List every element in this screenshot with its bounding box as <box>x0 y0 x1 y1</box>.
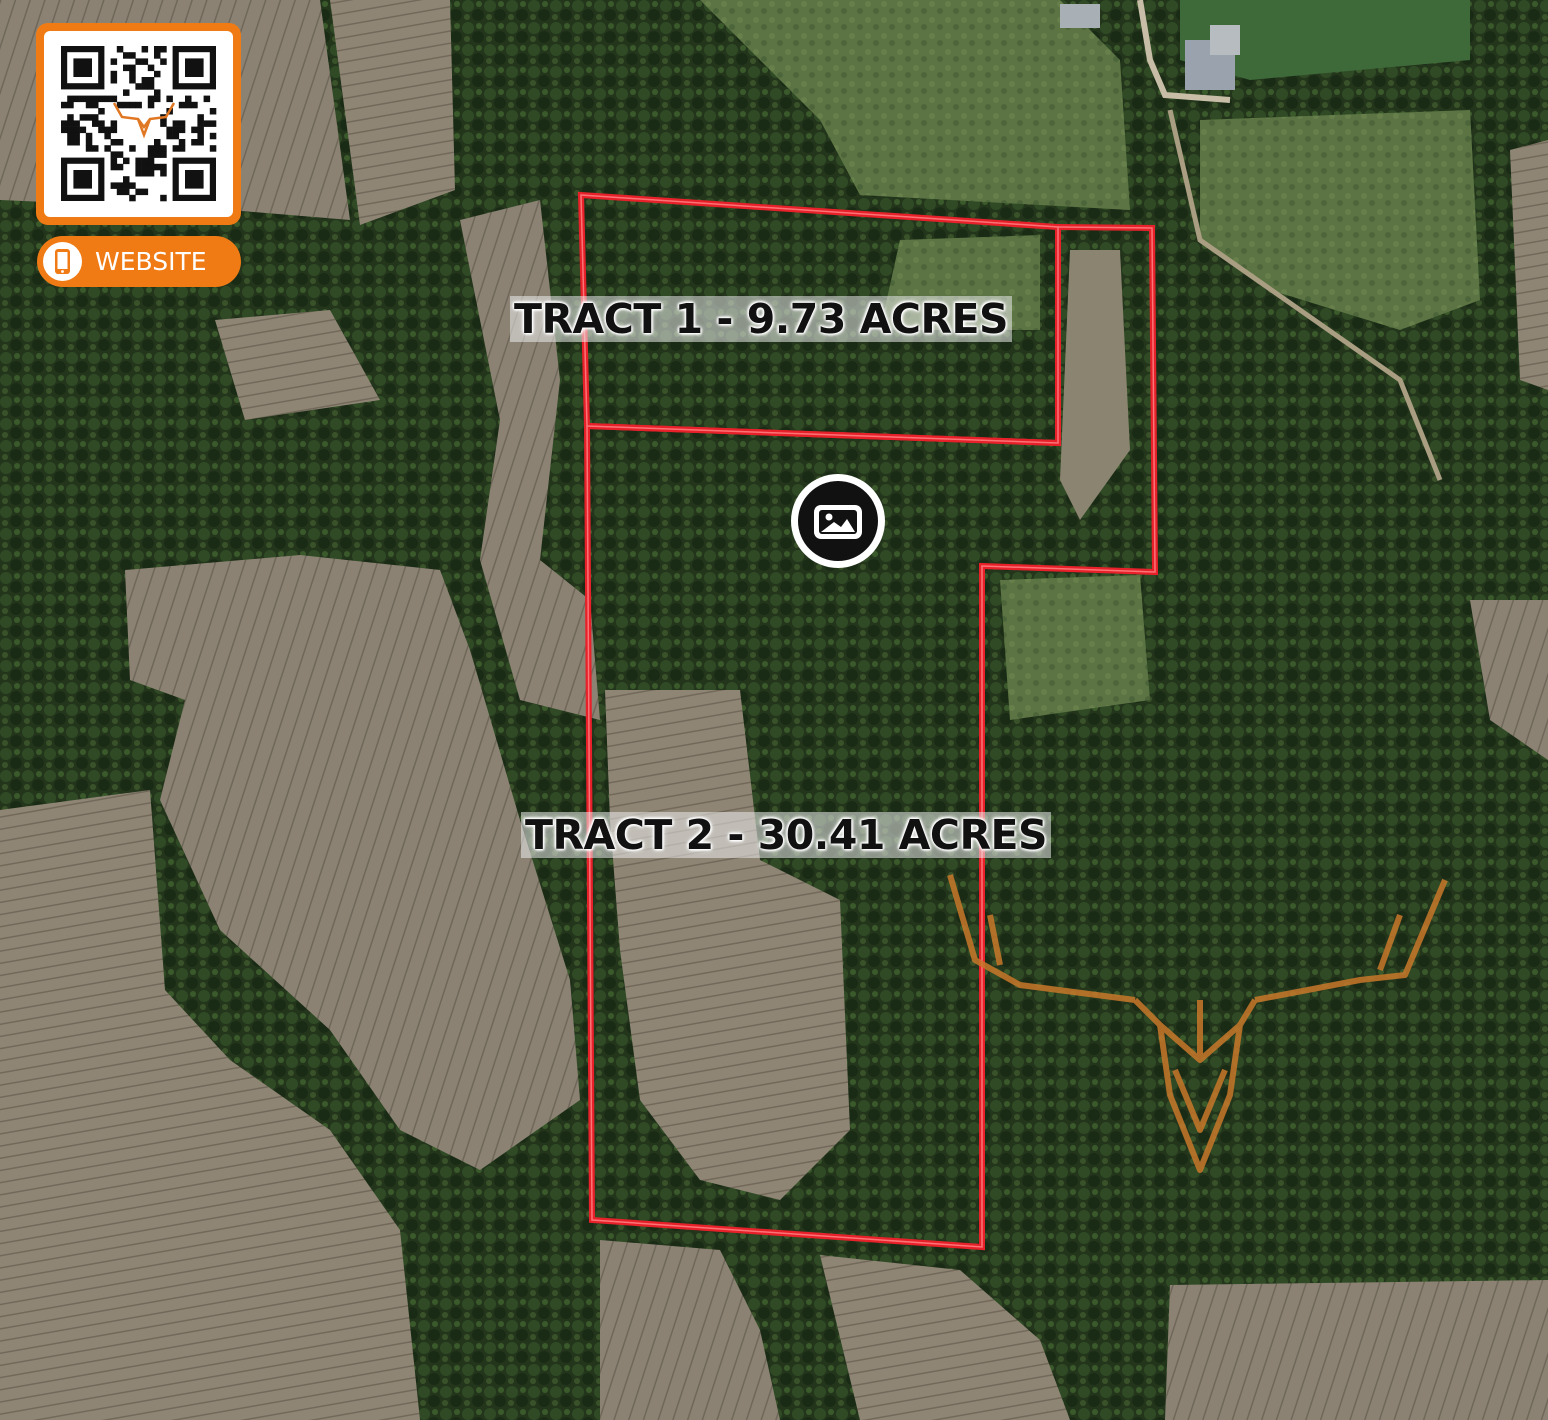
photo-marker-button[interactable] <box>789 472 887 570</box>
photo-icon <box>791 474 885 568</box>
tract-2-label: TRACT 2 - 30.41 ACRES <box>521 812 1052 858</box>
phone-icon <box>43 242 82 281</box>
crop-field <box>1470 600 1548 760</box>
qr-code-card[interactable] <box>36 23 241 225</box>
website-label: WEBSITE <box>95 247 207 276</box>
crop-field <box>1165 1280 1548 1420</box>
crop-field <box>1510 140 1548 390</box>
pasture <box>1200 110 1480 330</box>
crop-field <box>215 310 380 420</box>
crop-field <box>460 200 600 720</box>
qr-code <box>44 31 233 217</box>
website-button[interactable]: WEBSITE <box>37 236 241 287</box>
pasture <box>1180 0 1470 80</box>
driveway <box>1137 0 1231 103</box>
crop-field <box>0 790 420 1420</box>
building <box>1060 4 1100 28</box>
crop-field <box>820 1255 1070 1420</box>
building <box>1210 25 1240 55</box>
pasture <box>1000 575 1150 720</box>
crop-field <box>600 1240 780 1420</box>
trail <box>1167 109 1443 481</box>
qr-code-icon <box>61 46 217 202</box>
crop-field <box>1060 250 1130 520</box>
pasture <box>700 0 1130 210</box>
deer-head-logo-icon <box>947 874 1448 1173</box>
crop-field <box>330 0 455 225</box>
crop-field <box>125 555 580 1170</box>
tract-1-label: TRACT 1 - 9.73 ACRES <box>510 296 1013 342</box>
